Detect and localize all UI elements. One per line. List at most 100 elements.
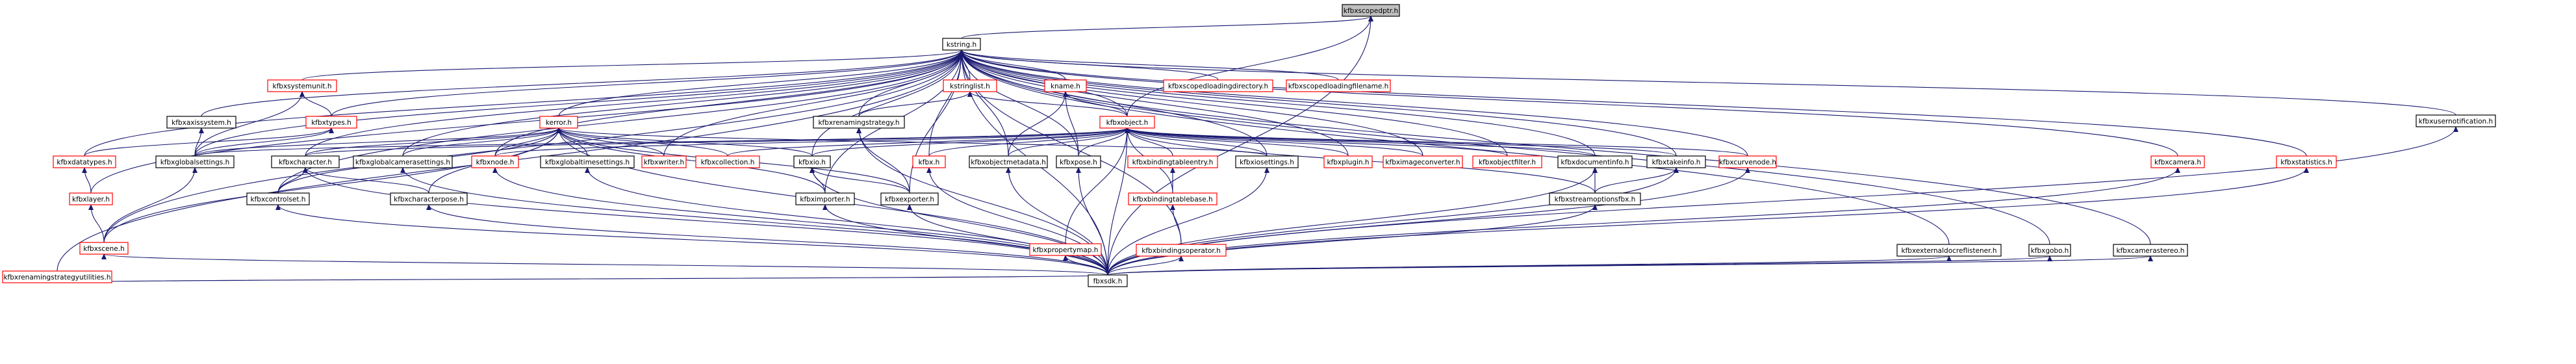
- node-box-kstringlist: [943, 79, 997, 92]
- node-kfbxusernotification[interactable]: kfbxusernotification.h: [2416, 114, 2496, 127]
- node-kfbxio[interactable]: kfbxio.h: [793, 155, 831, 168]
- edge-kfbxsdk-to-kfbxglobalcamerasettings: [400, 167, 1108, 276]
- node-kfbxcharacter[interactable]: kfbxcharacter.h: [271, 155, 340, 168]
- edge-kfbxscopedloadingfilename-to-kstring: [959, 49, 1339, 81]
- node-kfbxwriter[interactable]: kfbxwriter.h: [641, 155, 687, 168]
- node-box-kfbxstatistics: [2276, 155, 2337, 168]
- node-kfbxscene[interactable]: kfbxscene.h: [79, 242, 129, 255]
- node-box-kfbxcharacterpose: [390, 192, 468, 205]
- node-kfbxcamerastereo[interactable]: kfbxcamerastereo.h: [2113, 244, 2188, 257]
- edge-kfbxscene-to-kfbxglobalsettings: [103, 167, 198, 243]
- node-box-kfbxpropertymap: [1029, 243, 1102, 256]
- node-kfbximageconverter[interactable]: kfbximageconverter.h: [1383, 155, 1463, 168]
- node-kfbxcamera[interactable]: kfbxcamera.h: [2150, 155, 2205, 168]
- node-kfbxscopedptr[interactable]: kfbxscopedptr.h: [1342, 4, 1400, 17]
- node-box-kfbximageconverter: [1383, 155, 1463, 168]
- node-kfbx[interactable]: kfbx.h: [912, 155, 946, 168]
- node-box-kfbxbindingtableentry: [1127, 155, 1218, 168]
- node-kfbxpose[interactable]: kfbxpose.h: [1056, 155, 1101, 168]
- node-kfbxcurvenode[interactable]: kfbxcurvenode.h: [1718, 155, 1777, 168]
- node-kfbxaxissystem[interactable]: kfbxaxissystem.h: [166, 116, 236, 129]
- edge-kfbxglobalsettings-to-kfbxtypes: [194, 127, 334, 157]
- node-kfbxglobalcamerasettings[interactable]: kfbxglobalcamerasettings.h: [353, 155, 453, 168]
- node-box-kfbxexporter: [880, 192, 939, 205]
- edge-kfbxcurvenode-to-kstring: [959, 49, 1748, 157]
- node-kfbxbindingtablebase[interactable]: kfbxbindingtablebase.h: [1128, 192, 1218, 205]
- edge-kfbxsdk-to-kfbxexporter: [907, 204, 1108, 276]
- node-label-kfbxdatatypes: kfbxdatatypes.h: [57, 159, 112, 166]
- node-kfbxlayer[interactable]: kfbxlayer.h: [69, 192, 113, 205]
- node-kfbxtypes[interactable]: kfbxtypes.h: [305, 116, 357, 129]
- edge-kfbxpose-to-kstring: [959, 49, 1079, 157]
- node-kfbxplugin[interactable]: kfbxplugin.h: [1323, 155, 1373, 168]
- edge-kfbxsdk-to-kfbxrenamingstrategyutilities: [56, 274, 1108, 283]
- node-kfbxnode[interactable]: kfbxnode.h: [471, 155, 519, 168]
- node-box-kfbxio: [793, 155, 831, 168]
- node-kfbxdocumentinfo[interactable]: kfbxdocumentinfo.h: [1557, 155, 1633, 168]
- edge-kfbxdatatypes-to-kfbxtypes: [84, 127, 334, 157]
- node-label-kfbxnode: kfbxnode.h: [476, 159, 515, 166]
- node-box-kfbxwriter: [641, 155, 687, 168]
- edge-kfbxsdk-to-kfbximporter: [823, 204, 1108, 276]
- node-label-kfbxplugin: kfbxplugin.h: [1327, 159, 1369, 166]
- edge-kfbxnode-to-kfbxobject: [494, 127, 1130, 157]
- edge-kfbxobjectfilter-to-kfbxobject: [1125, 127, 1508, 157]
- edge-kfbxcamerastereo-to-kstring: [959, 49, 2151, 245]
- node-kfbxglobalsettings[interactable]: kfbxglobalsettings.h: [155, 155, 235, 168]
- node-box-kfbxbindingsoperator: [1136, 244, 1227, 257]
- edge-kfbxsdk-to-kfbxcurvenode: [1107, 167, 1750, 276]
- edge-kfbxtypes-to-kfbxsystemunit: [300, 91, 332, 117]
- node-kfbxbindingsoperator[interactable]: kfbxbindingsoperator.h: [1136, 244, 1227, 257]
- node-kfbxscopedloadingfilename[interactable]: kfbxscopedloadingfilename.h: [1286, 79, 1391, 92]
- node-label-kfbxgobo: kfbxgobo.h: [2031, 247, 2069, 255]
- node-kfbxcharacterpose[interactable]: kfbxcharacterpose.h: [390, 192, 468, 205]
- node-kfbxrenamingstrategyutilities[interactable]: kfbxrenamingstrategyutilities.h: [2, 270, 112, 283]
- node-kfbxstreamoptionsfbx[interactable]: kfbxstreamoptionsfbx.h: [1549, 192, 1641, 205]
- node-kfbxscopedloadingdirectory[interactable]: kfbxscopedloadingdirectory.h: [1163, 79, 1273, 92]
- node-label-kfbxglobaltimesettings: kfbxglobaltimesettings.h: [545, 159, 630, 166]
- edge-kfbxplugin-to-kstring: [959, 49, 1349, 157]
- edge-kfbxsdk-to-kfbxstreamoptionsfbx: [1107, 204, 1598, 276]
- node-box-kfbxrenamingstrategyutilities: [2, 270, 112, 283]
- node-kfbximporter[interactable]: kfbximporter.h: [795, 192, 855, 205]
- node-kfbxcollection[interactable]: kfbxcollection.h: [695, 155, 760, 168]
- node-label-kfbxscopedptr: kfbxscopedptr.h: [1344, 7, 1398, 15]
- node-label-kstringlist: kstringlist.h: [950, 83, 990, 90]
- node-kfbxsdk[interactable]: fbxsdk.h: [1088, 274, 1128, 287]
- node-kfbxobject[interactable]: kfbxobject.h: [1099, 116, 1155, 129]
- node-kfbxglobaltimesettings[interactable]: kfbxglobaltimesettings.h: [540, 155, 635, 168]
- node-kfbxgobo[interactable]: kfbxgobo.h: [2028, 244, 2071, 257]
- node-kstring[interactable]: kstring.h: [942, 38, 981, 51]
- node-label-kfbxobjectfilter: kfbxobjectfilter.h: [1479, 159, 1536, 166]
- node-kstringlist[interactable]: kstringlist.h: [943, 79, 997, 92]
- node-kfbxiosettings[interactable]: kfbxiosettings.h: [1235, 155, 1299, 168]
- node-label-kfbxrenamingstrategy: kfbxrenamingstrategy.h: [818, 119, 899, 127]
- node-kname[interactable]: kname.h: [1044, 79, 1087, 92]
- edge-kfbxsdk-to-kfbxdocumentinfo: [1107, 167, 1598, 276]
- node-kfbxobjectfilter[interactable]: kfbxobjectfilter.h: [1472, 155, 1542, 168]
- edge-kfbxlayer-to-kstring: [90, 49, 964, 194]
- node-label-kfbxsystemunit: kfbxsystemunit.h: [273, 83, 332, 90]
- edge-kfbxcurvenode-to-kfbxobject: [1125, 127, 1748, 157]
- node-kfbxexternaldocreflistener[interactable]: kfbxexternaldocreflistener.h: [1896, 244, 2002, 257]
- node-kfbxpropertymap[interactable]: kfbxpropertymap.h: [1029, 243, 1102, 256]
- node-kerror[interactable]: kerror.h: [539, 116, 578, 129]
- node-kfbxbindingtableentry[interactable]: kfbxbindingtableentry.h: [1127, 155, 1218, 168]
- node-kfbxdatatypes[interactable]: kfbxdatatypes.h: [53, 155, 116, 168]
- edge-kfbxsdk-to-kfbxstatistics: [1107, 167, 2309, 276]
- node-kfbxtakeinfo[interactable]: kfbxtakeinfo.h: [1646, 155, 1706, 168]
- node-label-kfbxsdk: fbxsdk.h: [1093, 278, 1123, 285]
- edge-kfbxsdk-to-kfbxobject: [1107, 127, 1130, 276]
- node-kfbxcontrolset[interactable]: kfbxcontrolset.h: [246, 192, 310, 205]
- node-box-kfbxtypes: [305, 116, 357, 129]
- node-kfbxsystemunit[interactable]: kfbxsystemunit.h: [267, 79, 337, 92]
- node-kfbxstatistics[interactable]: kfbxstatistics.h: [2276, 155, 2337, 168]
- node-label-kfbxcamera: kfbxcamera.h: [2154, 159, 2201, 166]
- edge-kfbxexporter-to-kfbxio: [810, 167, 910, 194]
- node-kfbxobjectmetadata[interactable]: kfbxobjectmetadata.h: [969, 155, 1048, 168]
- edge-kfbxsdk-to-kfbxbindingsoperator: [1107, 255, 1184, 276]
- node-kfbxexporter[interactable]: kfbxexporter.h: [880, 192, 939, 205]
- edge-kfbxsystemunit-to-kstring: [301, 49, 964, 81]
- node-label-kfbximageconverter: kfbximageconverter.h: [1385, 159, 1460, 166]
- node-kfbxrenamingstrategy[interactable]: kfbxrenamingstrategy.h: [813, 116, 905, 129]
